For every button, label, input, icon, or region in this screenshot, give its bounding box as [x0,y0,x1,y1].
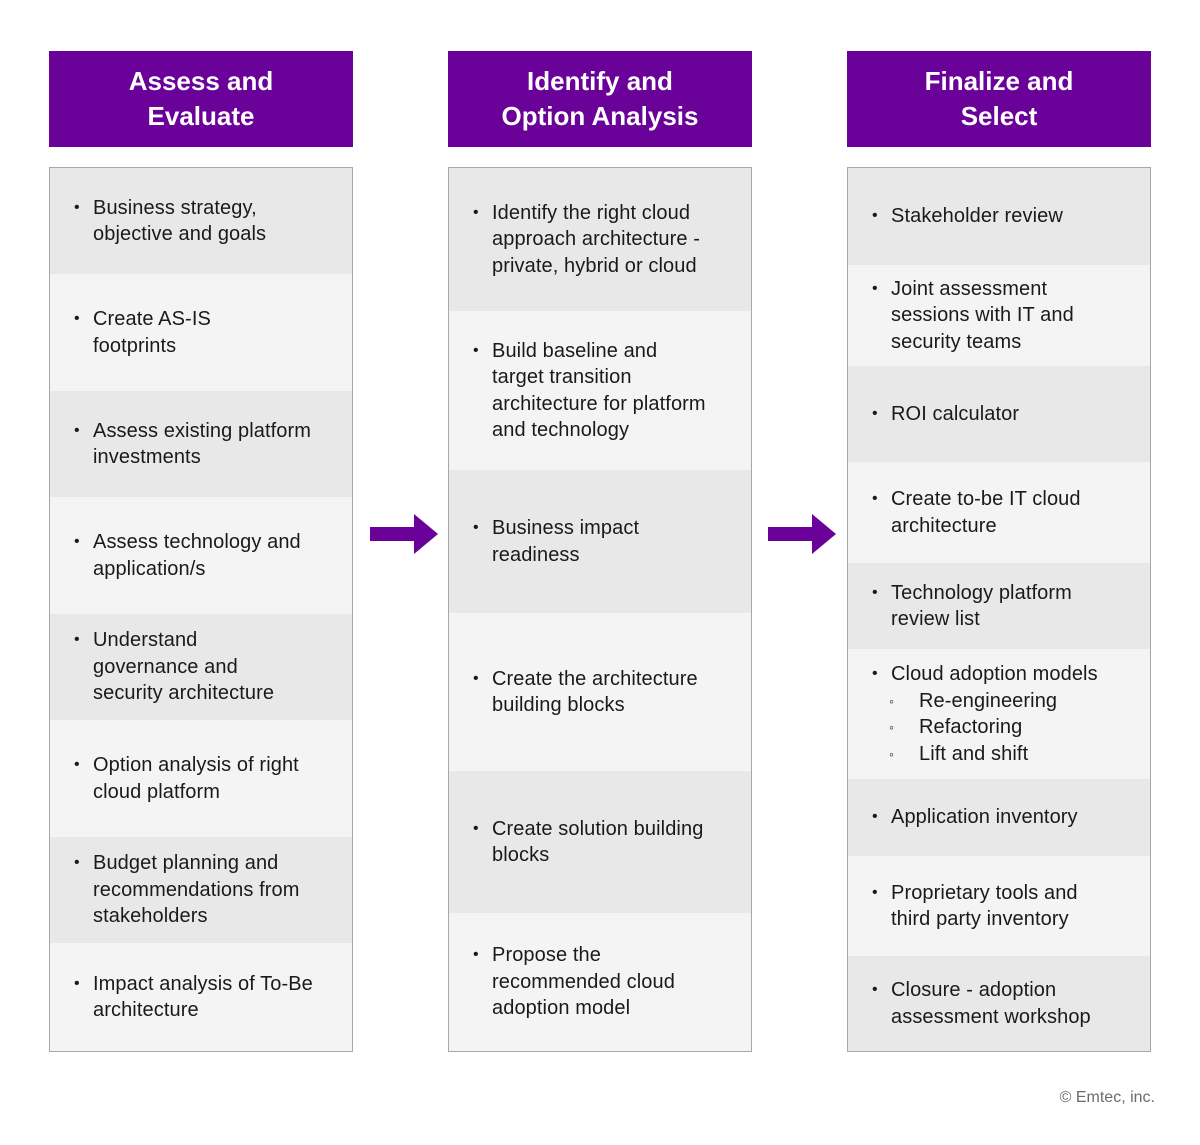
bullet-dot-icon: • [473,946,479,964]
bullet-dot-icon: • [872,404,878,422]
bullet-dot-icon: • [473,203,479,221]
list-item: • Create solution building blocks [449,771,751,913]
list-item: • Technology platform review list [848,563,1150,649]
list-item: • Assess technology and application/s [50,497,352,614]
list-item: • Cloud adoption models ◦ Re-engineering ◦… [848,649,1150,779]
column-box: • Identify the right cloud approach archi… [448,167,752,1052]
bullet-dot-icon: • [74,310,80,327]
bullet-dot-icon: • [872,981,878,998]
bullet-dot-icon: • [74,631,80,649]
bullet-dot-icon: • [473,819,479,837]
list-item-text: Propose the recommended cloud adoption m… [492,944,675,1020]
bullet-dot-icon: • [74,974,80,992]
list-item-text: Assess existing platform investments [93,419,312,469]
list-item: • Create the architecture building blocks [449,613,751,771]
column-box: •Business strategy, objective and goals … [49,167,353,1052]
list-item: • Identify the right cloud approach archi… [449,168,751,311]
list-item-text: Business strategy, objective and goals [93,196,267,246]
list-item: • Assess existing platform investments [50,391,352,497]
column-finalize-and-select: Finalize and Select • Stakeholder review … [847,51,1151,1052]
list-item-text: Create solution building blocks [492,817,704,867]
list-item-text: Option analysis of right cloud platform [93,754,299,803]
list-item: • Build baseline and target transition ar… [449,311,751,470]
list-item-text: Closure - adoption assessment workshop [891,979,1091,1028]
list-item-text: Assess technology and application/s [93,531,301,580]
list-item: • Budget planning and recommendations fro… [50,837,352,943]
list-item-text: Budget planning and recommendations from… [93,852,300,928]
list-item-text: Create the architecture building blocks [492,667,698,717]
list-item-text: Create AS-IS footprints [93,308,211,357]
bullet-dot-icon: • [872,583,878,601]
bullet-dot-icon: • [74,198,80,216]
column-header: Identify and Option Analysis [448,51,752,147]
copyright-notice: © Emtec, inc. [1059,1089,1155,1106]
sub-list-item-text: Refactoring [919,716,1023,738]
column-box: • Stakeholder review • Joint assessment se… [847,167,1151,1052]
hollow-circle-icon: ◦ [889,719,895,735]
column-header: Assess and Evaluate [49,51,353,147]
list-item: • Closure - adoption assessment workshop [848,956,1150,1051]
list-item: • Understand governance and security arch… [50,614,352,720]
list-item-text: Joint assessment sessions with IT and se… [891,277,1074,353]
sub-list-item: ◦ Refactoring [872,714,1098,741]
bullet-dot-icon: • [473,669,479,687]
list-item-text: Create to-be IT cloud architecture [891,488,1081,537]
list-item-text: Stakeholder review [891,205,1063,228]
sub-list: ◦ Re-engineering ◦ Refactoring ◦ Lift and s… [872,688,1098,768]
list-item-text: Build baseline and target transition arc… [492,339,706,442]
bullet-dot-icon: • [872,808,878,826]
right-arrow-icon [370,514,438,554]
list-item: • Application inventory [848,779,1150,856]
list-item: • Stakeholder review [848,168,1150,265]
list-item-text: Application inventory [891,806,1078,829]
right-arrow-icon [768,514,836,554]
bullet-dot-icon: • [74,854,80,872]
sub-list-item-text: Lift and shift [919,742,1029,765]
bullet-dot-icon: • [473,341,479,359]
list-item: • Propose the recommended cloud adoption … [449,913,751,1051]
bullet-dot-icon: • [74,756,80,773]
list-item-text: Cloud adoption models [891,663,1098,685]
hollow-circle-icon: ◦ [889,692,895,709]
bullet-dot-icon: • [872,207,878,225]
list-item: • Business impact readiness [449,470,751,613]
bullet-dot-icon: • [872,279,878,297]
list-item: • Proprietary tools and third party inven… [848,856,1150,956]
column-assess-and-evaluate: Assess and Evaluate • Business strategy, … [49,51,353,1052]
list-item-text: Understand governance and security archi… [93,629,275,705]
sub-list-item: ◦ Lift and shift [872,741,1098,768]
column-header: Finalize and Select [847,51,1151,147]
bullet-dot-icon: • [872,883,878,901]
list-item: • Business strategy, objective and goals [50,168,352,274]
sub-list-item-text: Re-engineering [919,689,1058,712]
bullet-dot-icon: • [872,490,878,507]
bullet-dot-icon: • [872,665,878,682]
bullet-dot-icon: • [74,421,80,439]
bullet-dot-icon: • [473,519,479,536]
list-item: • ROI calculator [848,366,1150,462]
list-item-text: Technology platform review list [891,581,1072,631]
list-item-text: ROI calculator [891,402,1020,425]
column-identify-and-option-analysis: Identify and Option Analysis • Identify t… [448,51,752,1052]
sub-list-item: ◦ Re-engineering [872,688,1098,715]
list-item: • Impact analysis of To-Be architecture [50,943,352,1051]
bullet-dot-icon: • [74,533,80,550]
list-item-text: Identify the right cloud approach archit… [492,201,700,277]
list-item: • Joint assessment sessions with IT and s… [848,265,1150,366]
hollow-circle-icon: ◦ [889,745,895,762]
list-item: • Option analysis of right cloud platform [50,720,352,837]
list-item: • Create AS-IS footprints [50,274,352,391]
list-item-text: Business impact readiness [492,517,640,566]
list-item-text: Proprietary tools and third party invent… [891,881,1078,931]
list-item-text: Impact analysis of To-Be architecture [93,972,313,1022]
list-item: • Create to-be IT cloud architecture [848,462,1150,563]
